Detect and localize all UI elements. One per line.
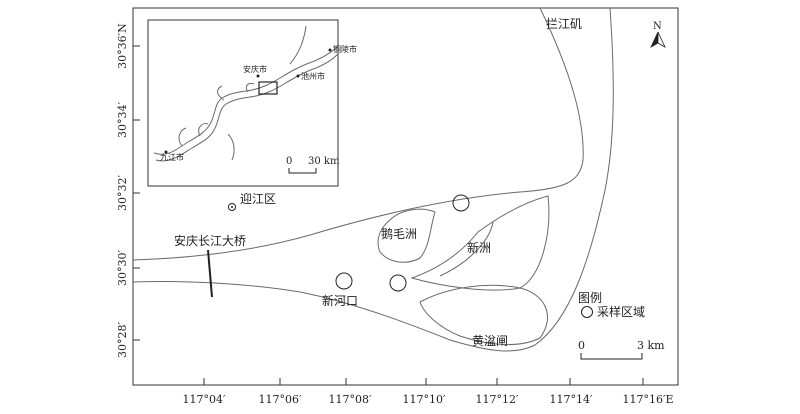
- north-arrow-icon: [650, 31, 659, 48]
- inset-scale-zero: 0: [286, 156, 292, 167]
- emaozhou-island: [377, 208, 436, 263]
- creek: [439, 221, 494, 277]
- y-tick-label: 30°32′: [116, 175, 129, 211]
- sampling-sites: [335, 194, 470, 292]
- islands: [377, 195, 550, 345]
- inset-study-box: [258, 81, 278, 95]
- inset-place-anqing: 安庆市: [243, 64, 267, 74]
- sampling-site-circle: [389, 274, 407, 292]
- north-label: N: [653, 21, 662, 32]
- inset-place-tongling: 铜陵市: [333, 44, 357, 54]
- x-tick-label: 117°10′: [403, 393, 446, 406]
- place-lanjiangji: 拦江矶: [546, 17, 582, 31]
- place-bridge: 安庆长江大桥: [174, 233, 246, 248]
- x-tick-label: 117°04′: [183, 393, 226, 406]
- y-axis-labels: 30°36′N 30°34′ 30°32′ 30°30′ 30°28′: [116, 23, 129, 358]
- north-arrow: N: [650, 21, 666, 48]
- x-tick-label: 117°06′: [259, 393, 302, 406]
- inset-scale-end: 30 km: [308, 156, 340, 167]
- place-xinhekou: 新河口: [322, 293, 358, 308]
- legend-title: 图例: [578, 291, 602, 305]
- sampling-site-circle: [452, 194, 470, 212]
- y-tick-label: 30°28′: [116, 322, 129, 358]
- y-tick-label: 30°34′: [116, 102, 129, 138]
- inset-place-jiujiang: 九江市: [160, 152, 184, 162]
- place-huangpenzha: 黄湓闸: [472, 334, 508, 348]
- y-tick-label: 30°36′N: [116, 23, 129, 69]
- x-tick-label: 117°08′: [329, 393, 372, 406]
- inset-map: 铜陵市 安庆市 池州市 九江市 0 30 km: [147, 19, 357, 187]
- scale-end: 3 km: [637, 339, 665, 352]
- x-axis-ticks: [203, 378, 644, 385]
- lower-island: [419, 284, 548, 345]
- legend-circle-icon: [581, 306, 593, 318]
- place-xinzhou: 新洲: [467, 240, 491, 255]
- scale-bar: 0 3 km: [578, 339, 665, 360]
- map-frame: [132, 7, 679, 386]
- sampling-site-circle: [335, 272, 353, 290]
- x-axis-labels: 117°04′ 117°06′ 117°08′ 117°10′ 117°12′ …: [183, 393, 674, 406]
- legend-item-label: 采样区域: [597, 304, 645, 319]
- x-tick-label: 117°12′: [476, 393, 519, 406]
- bridge-line: [207, 249, 213, 298]
- place-yingjiang: 迎江区: [240, 192, 276, 206]
- x-tick-label: 117°14′: [550, 393, 593, 406]
- place-emaozhou: 鹅毛洲: [381, 227, 417, 241]
- yingjiang-marker: [228, 203, 236, 211]
- inset-frame: [147, 19, 339, 187]
- inset-place-chizhou: 池州市: [301, 71, 325, 81]
- inset-scale-bar: 0 30 km: [286, 156, 340, 174]
- x-tick-label: 117°16′E: [622, 393, 673, 406]
- scale-zero: 0: [578, 339, 585, 352]
- legend: 图例 采样区域: [578, 291, 645, 319]
- y-axis-ticks: [133, 45, 140, 341]
- y-tick-label: 30°30′: [116, 250, 129, 286]
- river-banks: [132, 7, 614, 352]
